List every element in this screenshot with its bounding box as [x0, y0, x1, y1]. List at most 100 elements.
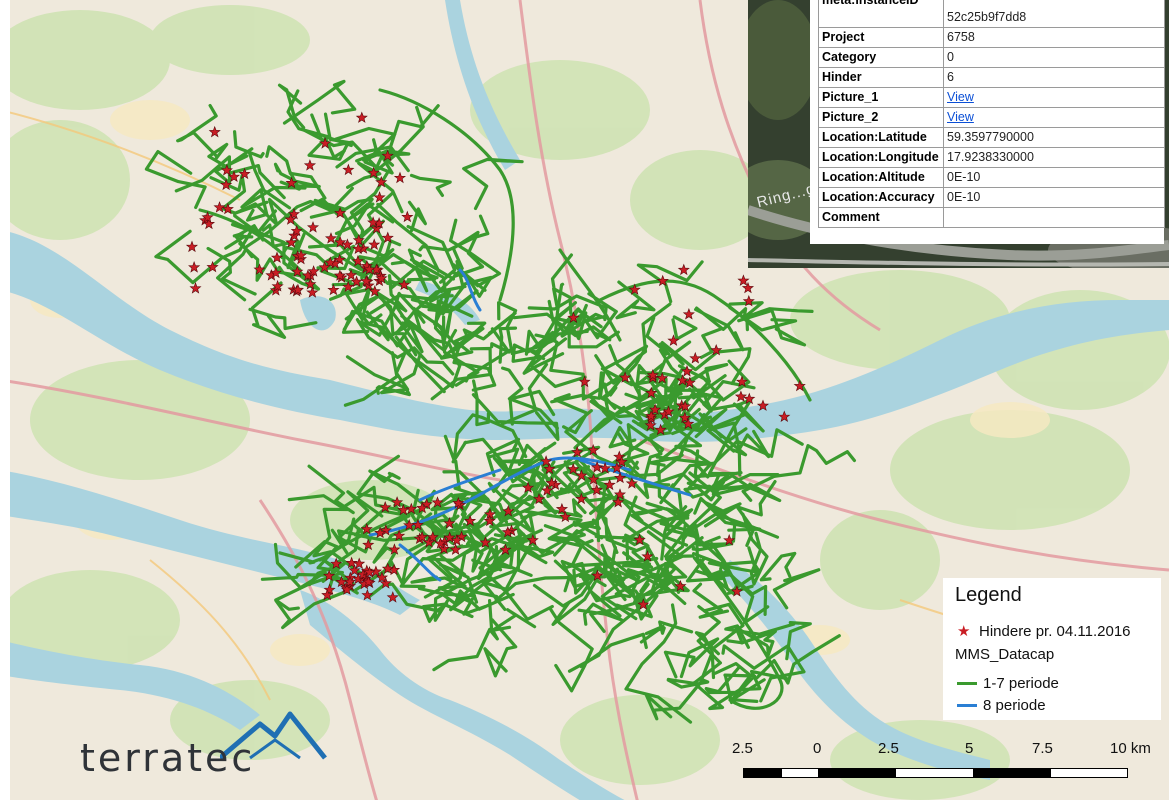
star-icon[interactable] [637, 598, 650, 610]
star-icon[interactable] [591, 569, 604, 581]
star-icon[interactable] [374, 526, 387, 539]
star-icon[interactable] [201, 211, 214, 223]
star-icon[interactable] [373, 191, 386, 203]
star-icon[interactable] [271, 279, 284, 292]
star-icon[interactable] [656, 371, 669, 384]
star-icon[interactable] [590, 483, 603, 496]
star-icon[interactable] [543, 462, 556, 475]
star-icon[interactable] [674, 579, 687, 592]
star-icon[interactable] [778, 410, 791, 423]
star-icon[interactable] [306, 221, 320, 233]
star-icon[interactable] [416, 501, 429, 514]
star-icon[interactable] [737, 274, 750, 286]
star-icon[interactable] [645, 386, 658, 399]
star-icon[interactable] [499, 543, 512, 556]
star-icon[interactable] [363, 263, 376, 275]
star-icon[interactable] [304, 277, 317, 290]
star-icon[interactable] [291, 265, 304, 277]
star-icon[interactable] [710, 343, 723, 356]
star-icon[interactable] [598, 462, 612, 474]
star-icon[interactable] [502, 504, 515, 517]
star-icon[interactable] [539, 455, 553, 467]
star-icon[interactable] [375, 571, 389, 583]
star-icon[interactable] [677, 263, 690, 276]
star-icon[interactable] [678, 411, 691, 423]
star-icon[interactable] [291, 283, 305, 296]
star-icon[interactable] [367, 216, 380, 228]
star-icon[interactable] [220, 178, 233, 191]
star-icon[interactable] [360, 274, 373, 287]
obstacle-markers[interactable] [185, 111, 806, 610]
star-icon[interactable] [619, 371, 632, 383]
star-icon[interactable] [426, 530, 439, 543]
star-icon[interactable] [287, 207, 301, 220]
star-icon[interactable] [587, 473, 600, 485]
star-icon[interactable] [284, 213, 297, 225]
star-icon[interactable] [567, 462, 580, 475]
star-icon[interactable] [676, 374, 689, 386]
star-icon[interactable] [401, 210, 414, 223]
star-icon[interactable] [567, 311, 580, 324]
star-icon[interactable] [362, 575, 375, 588]
star-icon[interactable] [368, 285, 381, 297]
star-icon[interactable] [689, 351, 702, 364]
star-icon[interactable] [350, 275, 363, 288]
star-icon[interactable] [464, 514, 477, 527]
star-icon[interactable] [649, 403, 662, 415]
star-icon[interactable] [615, 455, 628, 468]
star-icon[interactable] [321, 588, 334, 601]
star-icon[interactable] [306, 286, 319, 298]
star-icon[interactable] [625, 477, 638, 489]
star-icon[interactable] [333, 269, 347, 281]
star-icon[interactable] [221, 202, 234, 215]
star-icon[interactable] [381, 562, 394, 574]
star-icon[interactable] [591, 461, 604, 473]
star-icon[interactable] [741, 281, 755, 294]
star-icon[interactable] [342, 280, 355, 293]
star-icon[interactable] [220, 164, 233, 176]
star-icon[interactable] [734, 390, 748, 402]
star-icon[interactable] [270, 251, 284, 263]
star-icon[interactable] [730, 585, 743, 597]
star-icon[interactable] [343, 575, 357, 588]
star-icon[interactable] [393, 529, 406, 541]
star-icon[interactable] [613, 488, 627, 500]
star-icon[interactable] [756, 399, 770, 411]
star-icon[interactable] [362, 538, 375, 551]
star-icon[interactable] [610, 461, 623, 474]
star-icon[interactable] [391, 496, 404, 508]
star-icon[interactable] [367, 166, 380, 179]
star-icon[interactable] [449, 543, 462, 555]
star-icon[interactable] [361, 588, 374, 601]
star-icon[interactable] [479, 536, 492, 548]
star-icon[interactable] [405, 502, 418, 515]
star-icon[interactable] [290, 224, 303, 237]
star-icon[interactable] [431, 496, 444, 508]
star-icon[interactable] [269, 266, 282, 279]
star-icon[interactable] [662, 405, 675, 417]
star-icon[interactable] [368, 238, 381, 250]
star-icon[interactable] [351, 254, 365, 267]
star-icon[interactable] [443, 517, 456, 529]
star-icon[interactable] [735, 375, 749, 387]
star-icon[interactable] [208, 125, 221, 138]
star-icon[interactable] [327, 283, 340, 296]
star-icon[interactable] [434, 537, 447, 549]
star-icon[interactable] [202, 217, 216, 230]
star-icon[interactable] [353, 557, 366, 569]
star-icon[interactable] [501, 525, 514, 538]
star-icon[interactable] [743, 392, 756, 405]
star-icon[interactable] [633, 533, 646, 546]
star-icon[interactable] [578, 375, 591, 388]
star-icon[interactable] [352, 233, 365, 246]
star-icon[interactable] [575, 492, 588, 505]
star-icon[interactable] [345, 556, 358, 569]
star-icon[interactable] [294, 249, 308, 261]
star-icon[interactable] [680, 365, 694, 377]
star-icon[interactable] [348, 564, 361, 576]
star-icon[interactable] [319, 137, 332, 149]
star-icon[interactable] [793, 379, 806, 392]
picture-2-view-link[interactable]: View [943, 107, 1165, 128]
star-icon[interactable] [682, 417, 695, 430]
star-icon[interactable] [450, 534, 463, 546]
